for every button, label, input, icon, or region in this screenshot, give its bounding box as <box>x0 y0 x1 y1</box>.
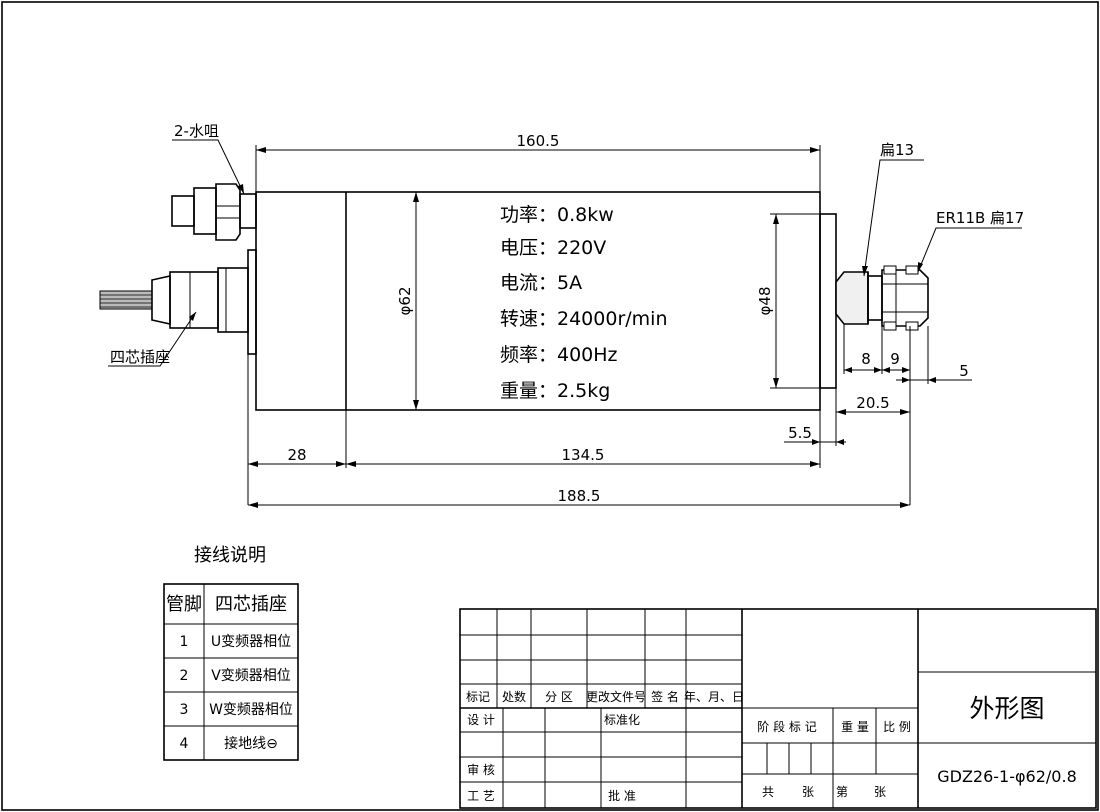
spec-list: 功率：0.8kw 电压：220V 电流：5A 转速：24000r/min 频率：… <box>500 204 667 402</box>
spec-weight: 重量：2.5kg <box>500 380 610 402</box>
tb-gongyi: 工 艺 <box>467 789 495 803</box>
spec-power: 功率：0.8kw <box>500 204 614 226</box>
dim-5: 5 <box>959 362 969 380</box>
wiring-pin-3: 3 <box>180 702 189 718</box>
tb-fenqu: 分 区 <box>545 690 573 704</box>
collet-chuck <box>835 265 929 331</box>
tb-jieduan: 阶 段 标 记 <box>757 719 816 734</box>
wiring-pin-1: 1 <box>180 634 189 650</box>
wiring-title: 接线说明 <box>194 545 266 566</box>
spec-frequency: 频率：400Hz <box>500 344 618 366</box>
dim-28: 28 <box>287 446 306 464</box>
dim-5-5: 5.5 <box>788 424 812 442</box>
spec-voltage: 电压：220V <box>500 237 606 259</box>
spec-speed: 转速：24000r/min <box>500 308 667 330</box>
wiring-desc-2: V变频器相位 <box>211 668 291 684</box>
wiring-pin-2: 2 <box>180 668 189 684</box>
tb-bili: 比 例 <box>883 720 911 734</box>
wiring-table: 接线说明 管脚 四芯插座 1 U变频器相位 2 V变频器相位 3 W变频器相位 … <box>163 545 299 761</box>
tb-date: 年、月、日 <box>684 690 744 704</box>
label-collet: ER11B 扁17 <box>936 209 1024 227</box>
wiring-desc-1: U变频器相位 <box>211 634 291 650</box>
wiring-pin-4: 4 <box>180 736 189 752</box>
tb-zhang-1: 张 <box>802 785 814 799</box>
tb-drawing-code: GDZ26-1-φ62/0.8 <box>937 767 1077 786</box>
tb-drawing-name: 外形图 <box>969 694 1044 723</box>
tb-pizhun: 批 准 <box>608 788 636 803</box>
dim-134-5: 134.5 <box>562 446 605 464</box>
tb-zhang-2: 张 <box>874 785 886 799</box>
tb-biaozhunhua: 标准化 <box>604 713 640 727</box>
dim-20-5: 20.5 <box>856 394 889 412</box>
tb-zhongliang: 重 量 <box>841 720 869 734</box>
wiring-desc-3: W变频器相位 <box>209 702 293 718</box>
label-four-pin-connector: 四芯插座 <box>110 348 170 366</box>
label-water-nozzle: 2-水咀 <box>174 122 219 140</box>
tb-di: 第 <box>836 785 848 799</box>
tb-gengai: 更改文件号 <box>586 689 646 704</box>
dim-160-5: 160.5 <box>517 132 560 150</box>
tb-qianming: 签 名 <box>651 689 679 704</box>
wiring-header-pin: 管脚 <box>166 594 202 615</box>
four-pin-connector <box>99 267 249 333</box>
water-nozzle <box>171 183 257 241</box>
tb-biaoji: 标记 <box>466 690 490 704</box>
tb-chushu: 处数 <box>502 689 526 704</box>
title-block <box>459 608 1097 809</box>
dim-phi48: φ48 <box>756 287 774 316</box>
tb-gong: 共 <box>762 785 774 799</box>
tb-shenhe: 审 核 <box>467 762 495 777</box>
spec-current: 电流：5A <box>500 272 582 294</box>
dimension-lines <box>108 139 1022 508</box>
label-flat-13: 扁13 <box>880 141 914 159</box>
wiring-desc-4: 接地线⊖ <box>224 735 278 752</box>
dim-phi62: φ62 <box>396 287 414 316</box>
tb-sheji: 设 计 <box>467 713 495 727</box>
dim-8: 8 <box>861 350 871 368</box>
dim-9: 9 <box>890 350 900 368</box>
wiring-header-connector: 四芯插座 <box>215 594 287 615</box>
dim-188-5: 188.5 <box>558 487 601 505</box>
